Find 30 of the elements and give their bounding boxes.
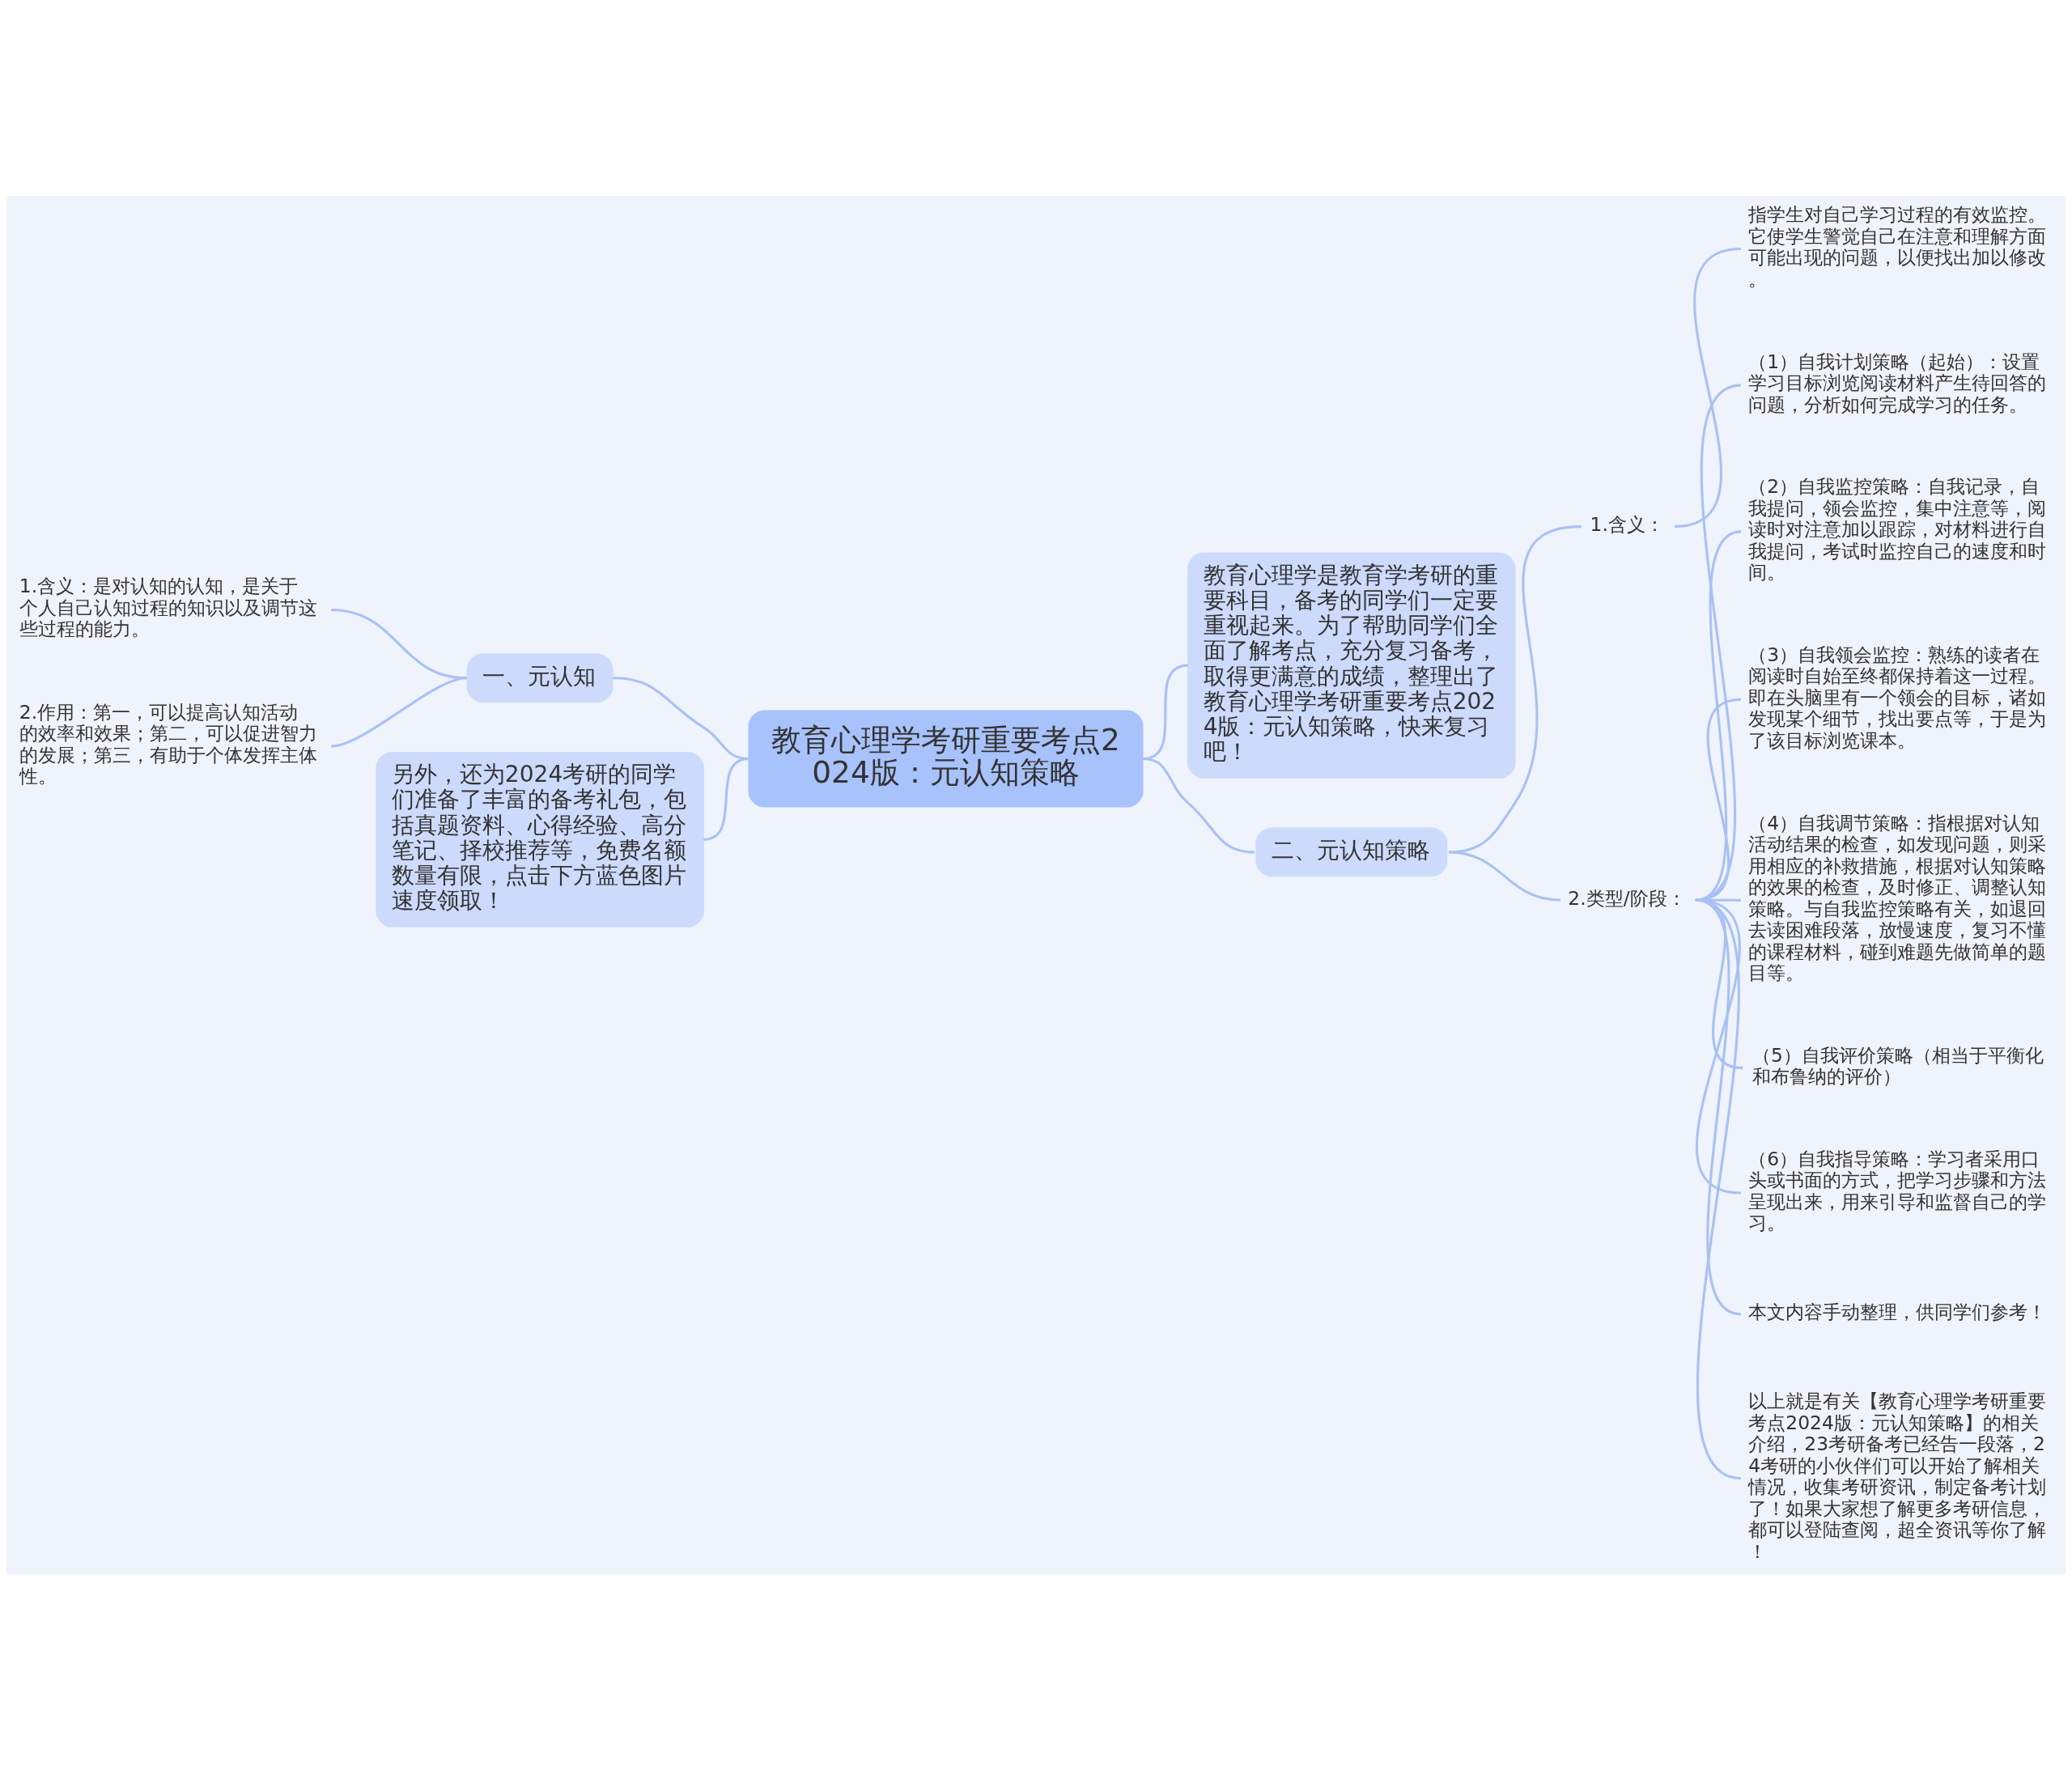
connector [1695, 530, 1742, 902]
connector [1695, 898, 1742, 1479]
connector [1448, 851, 1561, 902]
connector [1142, 758, 1255, 854]
node-text: （1）自我计划策略（起始）：设置学习目标浏览阅读材料产生待回答的问题，分析如何完成学习的任务。 [1748, 350, 2047, 416]
connector [703, 758, 749, 841]
connector [1695, 384, 1742, 902]
node-text: （5）自我评价策略（相当于平衡化和布鲁纳的评价） [1752, 1043, 2044, 1089]
node-box: 另外，还为2024考研的同学们准备了丰富的备考礼包，包括真题资料、心得经验、高分笔记、择校推荐等，免费名额数量有限，点击下方蓝色图片速度领取！ [376, 751, 704, 927]
node-text: （6）自我指导策略：学习者采用口头或书面的方式，把学习步骤和方法呈现出来，用来引导和监督自己的学习。 [1748, 1147, 2047, 1235]
connector [1674, 247, 1742, 528]
node-box: 教育心理学是教育学考研的重要科目，备考的同学们一定要重视起来。为了帮助同学们全面了解考点，充分复习备考，取得更满意的成绩，整理出了教育心理学考研重要考点2024版：元认知策略，快来复习吧！ [1187, 552, 1516, 779]
node-text: （4）自我调节策略：指根据对认知活动结果的检查，如发现问题，则采用相应的补救措施，根据对认知策略的效果的检查，及时修正、调整认知策略。与自我监控策略有关，如退回去读困难段落，放慢速度，复习不懂的课程材料，碰到难题先做简单的题目等。 [1748, 811, 2047, 985]
connector [1448, 525, 1582, 854]
node-box: 二、元认知策略 [1255, 827, 1448, 877]
node-text: 2.类型/阶段： [1568, 886, 1686, 910]
node-text: 本文内容手动整理，供同学们参考！ [1748, 1301, 2047, 1324]
node-text: 指学生对自己学习过程的有效监控。它使学生警觉自己在注意和理解方面可能出现的问题，以便找出加以修改。 [1748, 203, 2047, 291]
connector [1695, 898, 1742, 1195]
connector [1695, 698, 1742, 902]
connector [330, 677, 467, 748]
node-text: 2.作用：第一，可以提高认知活动的效率和效果；第二，可以促进智力的发展；第三，有助于个体发挥主体性。 [19, 700, 317, 788]
node-text: 以上就是有关【教育心理学考研重要考点2024版：元认知策略】的相关介绍，23考研备考已经告一段落，24考研的小伙伴们可以开始了解相关情况，收集考研资讯，制定备考计划了！如果大家想了解更多考研信息，都可以登陆查阅，超全资讯等你了解！ [1748, 1390, 2047, 1563]
node-text: 1.含义：是对认知的认知，是关于个人自己认知过程的知识以及调节这些过程的能力。 [19, 575, 317, 641]
node-text: 1.含义： [1590, 513, 1664, 537]
connector [1695, 898, 1742, 1316]
node-text: （3）自我领会监控：熟练的读者在阅读时自始至终都保持着这一过程。即在头脑里有一个领会的目标，诸如发现某个细节，找出要点等，于是为了该目标浏览课本。 [1748, 643, 2047, 752]
node-text: （2）自我监控策略：自我记录，自我提问，领会监控，集中注意等，阅读时对注意加以跟踪，对材料进行自我提问，考试时监控自己的速度和时间。 [1748, 475, 2047, 584]
node-box: 一、元认知 [466, 653, 614, 703]
node-box: 教育心理学考研重要考点2024版：元认知策略 [748, 710, 1144, 808]
